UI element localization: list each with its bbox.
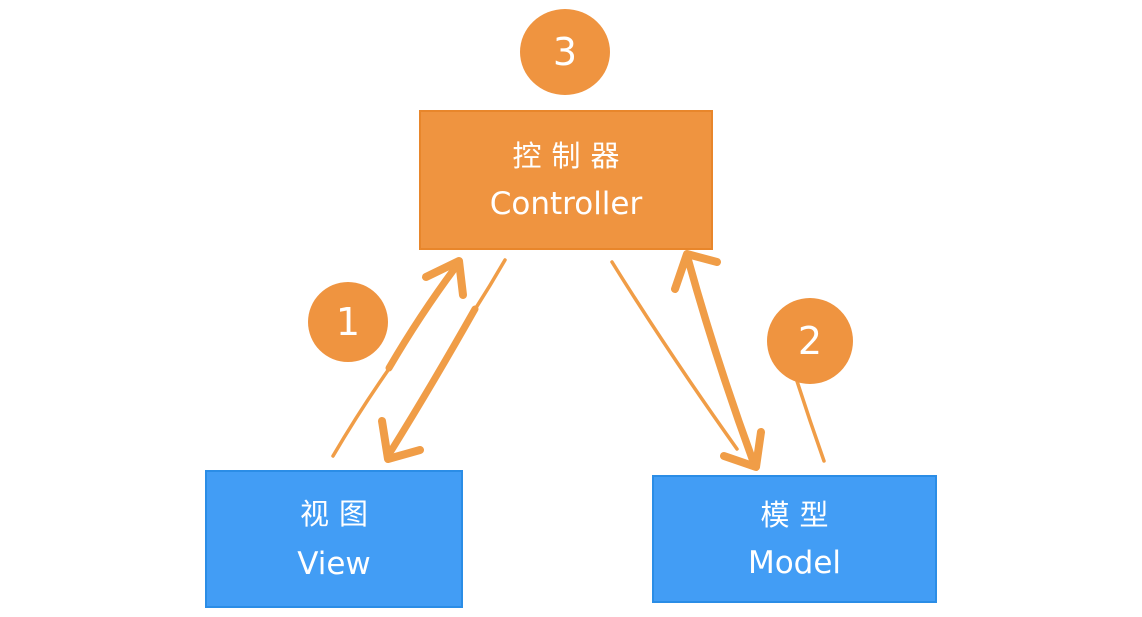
model-label-en: Model xyxy=(747,545,842,582)
badge-3-label: 3 xyxy=(552,30,578,74)
arrow-controller-to-view-shaft xyxy=(387,305,479,455)
arrow-controller-model-shaft xyxy=(684,255,757,465)
node-view: 视图 View xyxy=(205,470,463,608)
arrow-controller-to-view-head xyxy=(378,417,424,463)
flourish-line-left-of-model-arrow xyxy=(610,260,739,451)
node-model: 模型 Model xyxy=(652,475,937,603)
arrow-controller-model-head-top xyxy=(671,250,721,293)
arrow-view-to-controller-tail xyxy=(331,364,393,458)
node-controller: 控制器 Controller xyxy=(419,110,713,250)
arrow-view-to-controller-shaft xyxy=(385,264,459,372)
view-label-en: View xyxy=(297,546,371,583)
badge-3: 3 xyxy=(520,9,610,95)
arrow-controller-to-view-tail xyxy=(472,258,507,313)
badge-1: 1 xyxy=(308,282,388,362)
model-label-zh: 模型 xyxy=(760,497,839,532)
view-label-zh: 视图 xyxy=(299,496,378,531)
controller-label-zh: 控制器 xyxy=(512,138,630,173)
badge-2: 2 xyxy=(767,298,853,384)
arrow-view-to-controller-head xyxy=(422,257,467,299)
badge-2-label: 2 xyxy=(797,319,823,363)
arrow-controller-model-head-bottom xyxy=(720,428,765,471)
badge-1-label: 1 xyxy=(335,300,361,344)
controller-label-en: Controller xyxy=(489,186,643,223)
